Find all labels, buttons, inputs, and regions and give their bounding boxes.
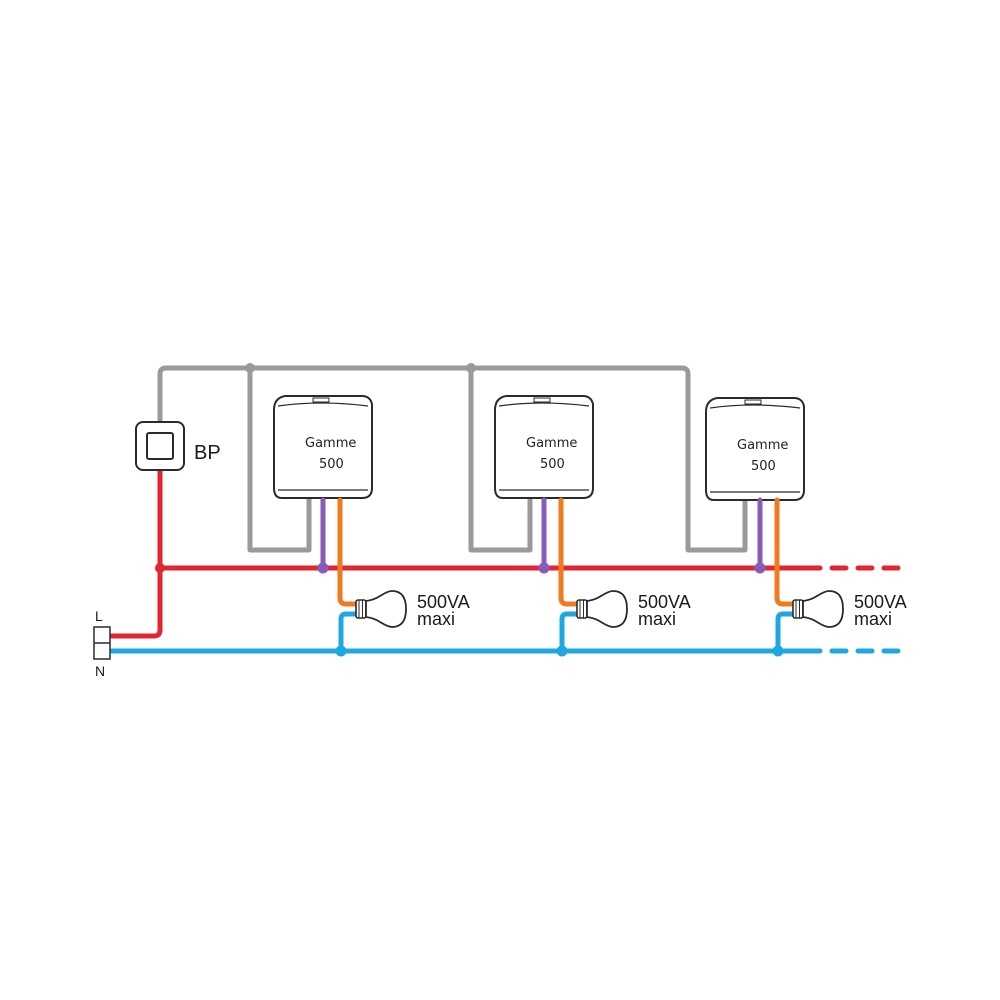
lamp-2-power: 500VA (638, 592, 691, 612)
module-1-name: Gamme (305, 436, 356, 451)
lamp-2-bulb (586, 590, 628, 628)
live-label: L (95, 608, 103, 624)
lamp-neutral-2 (559, 611, 580, 654)
module-1-rating: 500 (319, 457, 344, 472)
lamp-neutral-1 (338, 611, 359, 654)
module-3-top-ridge (709, 404, 801, 409)
module-1-top-ridge (277, 402, 369, 407)
neutral-junction-1 (335, 645, 347, 657)
lamp-2-note: maxi (638, 609, 676, 629)
phase-junction-0 (155, 563, 165, 573)
lamp-1-bulb (365, 590, 407, 628)
control-drop-1 (247, 365, 312, 553)
phase-wire-riser (109, 465, 163, 639)
push-button-label: BP (194, 442, 221, 464)
neutral-label: N (95, 663, 105, 679)
lamp-1-base (355, 599, 367, 619)
module-2-name: Gamme (526, 436, 577, 451)
module-1: Gamme 500 (273, 395, 373, 499)
lamp-1-note: maxi (417, 609, 455, 629)
neutral-junction-3 (772, 645, 784, 657)
module-3-body (705, 397, 805, 501)
module-3: Gamme 500 (705, 397, 805, 501)
pilot-wires (317, 497, 766, 574)
lamp-1: 500VA maxi (355, 590, 470, 629)
push-button: BP (135, 421, 221, 471)
module-3-name: Gamme (737, 438, 788, 453)
supply-terminal: L N (93, 608, 111, 679)
lamp-2-base (576, 599, 588, 619)
module-2: Gamme 500 (494, 395, 594, 499)
module-1-body (273, 395, 373, 499)
module-3-slot (744, 399, 762, 405)
module-3-rating: 500 (751, 459, 776, 474)
load-wires (337, 497, 796, 607)
module-1-slot (312, 397, 330, 403)
control-junction-2 (466, 363, 476, 373)
lamp-3-power: 500VA (854, 592, 907, 612)
pilot-junction-1 (317, 562, 329, 574)
load-wire-3 (774, 497, 796, 607)
phase-line (109, 465, 913, 639)
load-wire-2 (558, 497, 580, 607)
lamp-neutral-3 (775, 611, 796, 654)
pilot-junction-3 (754, 562, 766, 574)
lamp-neutral-returns (335, 611, 796, 657)
pilot-junction-2 (538, 562, 550, 574)
control-bus (157, 363, 748, 553)
module-2-slot (533, 397, 551, 403)
module-2-rating: 500 (540, 457, 565, 472)
module-2-body (494, 395, 594, 499)
lamp-3-base (792, 599, 804, 619)
lamp-3-bulb (802, 590, 844, 628)
lamp-3: 500VA maxi (792, 590, 907, 629)
control-junction-1 (245, 363, 255, 373)
lamp-2: 500VA maxi (576, 590, 691, 629)
lamp-1-power: 500VA (417, 592, 470, 612)
load-wire-1 (337, 497, 359, 607)
module-2-top-ridge (498, 402, 590, 407)
push-button-key (146, 432, 174, 460)
neutral-junction-2 (556, 645, 568, 657)
control-wire-top (157, 365, 748, 553)
lamp-3-note: maxi (854, 609, 892, 629)
control-drop-2 (468, 365, 533, 553)
